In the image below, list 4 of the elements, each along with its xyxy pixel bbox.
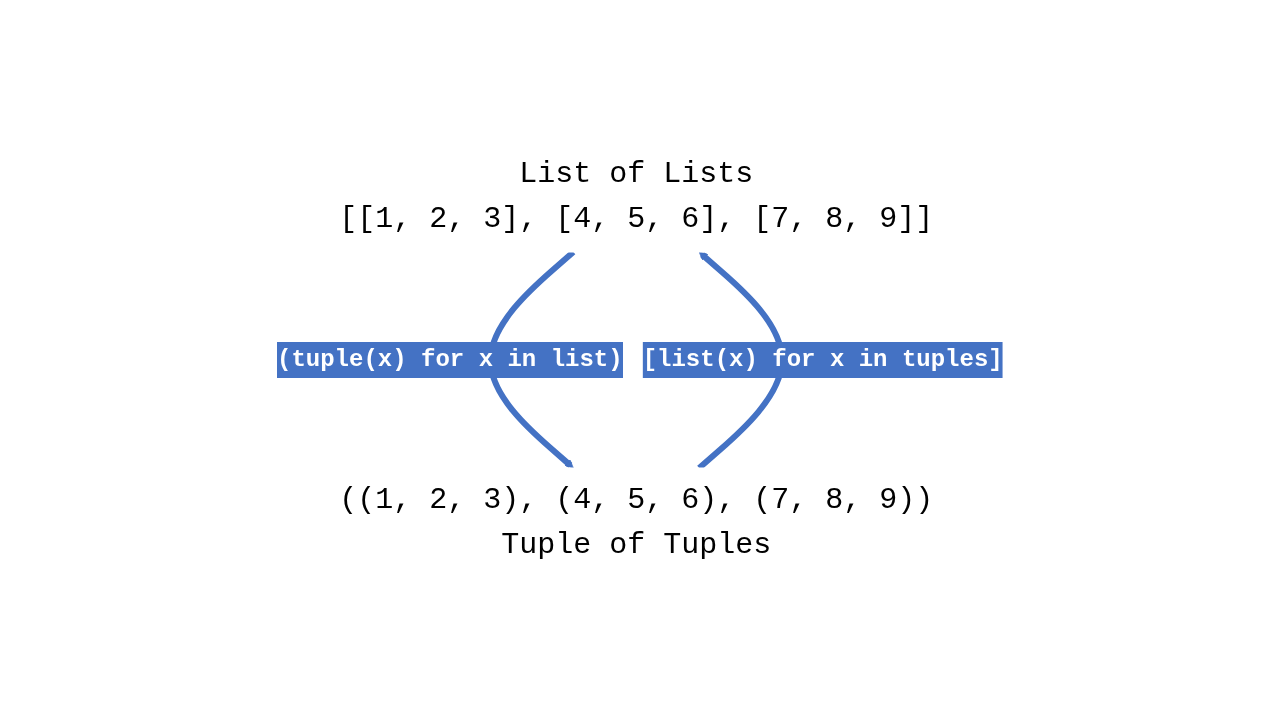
edge-label: [list(x) for x in tuples] (642, 346, 1003, 373)
node-text: List of Lists [[1, 2, 3], [4, 5, 6], [7, 8, 9]] (339, 157, 934, 236)
edge-label: (tuple(x) for x in list) (277, 346, 623, 373)
node-text: ((1, 2, 3), (4, 5, 6), (7, 8, 9)) Tuple of Tuples (339, 483, 934, 562)
